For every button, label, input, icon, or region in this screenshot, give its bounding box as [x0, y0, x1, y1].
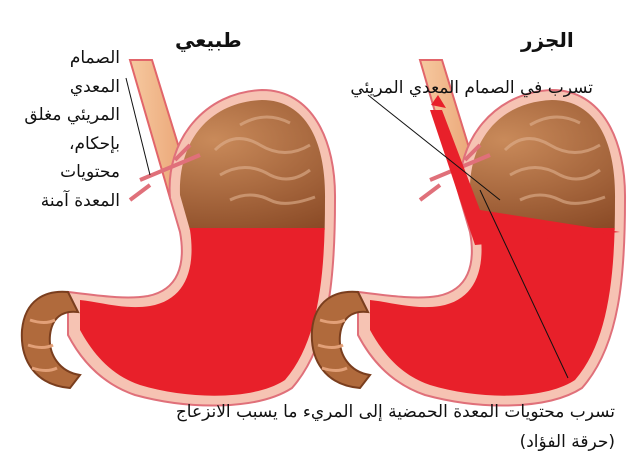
reflux-bottom-line2: (حرقة الفؤاد)	[519, 432, 615, 452]
label-line: المعدة آمنة	[40, 190, 120, 211]
leak-pointer-line	[479, 189, 569, 379]
reflux-bottom-line1: تسرب محتويات المعدة الحمضية إلى المريء م…	[175, 402, 615, 422]
normal-pointer-line	[125, 77, 151, 176]
normal-valve-label: الصمام المعدي المريئي مغلق بإحكام، محتوي…	[24, 44, 120, 215]
reflux-stomach	[312, 60, 630, 408]
reflux-valve-label: تسرب في الصمام المعدي المريئي	[350, 78, 593, 98]
normal-title: طبيعي	[175, 28, 242, 52]
label-line: الصمام	[69, 48, 120, 68]
label-line: بإحكام،	[69, 133, 120, 154]
label-line: محتويات	[60, 162, 120, 182]
normal-stomach	[22, 60, 340, 408]
valve-pointer-line	[367, 94, 501, 201]
reflux-title: الجزر	[521, 28, 574, 52]
label-line: المعدي	[69, 76, 120, 97]
label-line: المريئي مغلق	[24, 105, 120, 125]
